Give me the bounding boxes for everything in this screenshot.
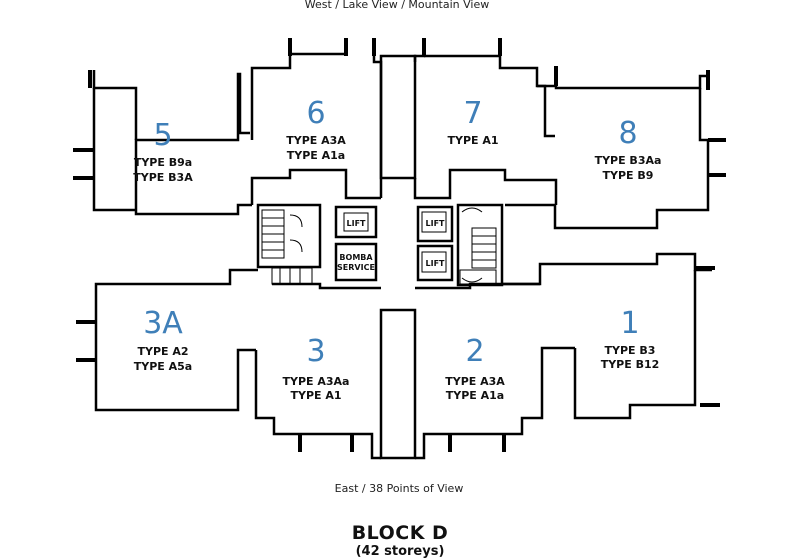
unit-6-type-1: TYPE A3A: [286, 134, 346, 147]
bomba-label-2: SERVICE: [337, 263, 375, 272]
unit-3a-type-2: TYPE A5a: [134, 360, 192, 373]
north-shaft: [379, 54, 417, 180]
lift-west-1-label: LIFT: [347, 219, 367, 228]
unit-1-label: 1 TYPE B3 TYPE B12: [601, 306, 660, 371]
lift-east-1: [416, 205, 454, 243]
lift-west-1: [334, 205, 378, 239]
unit-6-number: 6: [306, 96, 325, 131]
unit-7-outline: [413, 38, 558, 205]
unit-7-type-1: TYPE A1: [447, 134, 498, 147]
bomba-label-1: BOMBA: [339, 253, 373, 262]
unit-5-outline: [73, 70, 252, 216]
unit-3-label: 3 TYPE A3Aa TYPE A1: [283, 334, 350, 402]
unit-7-label: 7 TYPE A1: [447, 96, 498, 147]
unit-6-label: 6 TYPE A3A TYPE A1a: [286, 96, 346, 162]
unit-5-number: 5: [153, 118, 172, 153]
unit-8-outline: [505, 66, 726, 230]
unit-8-type-2: TYPE B9: [603, 169, 654, 182]
lift-east-1-label: LIFT: [426, 219, 446, 228]
unit-2-type-1: TYPE A3A: [445, 375, 505, 388]
unit-3a-outline: [76, 268, 258, 412]
unit-3a-type-1: TYPE A2: [137, 345, 188, 358]
unit-3a-label: 3A TYPE A2 TYPE A5a: [134, 306, 192, 373]
core-east: [456, 203, 504, 287]
west-view-label: West / Lake View / Mountain View: [305, 0, 490, 11]
unit-8-label: 8 TYPE B3Aa TYPE B9: [595, 116, 662, 182]
unit-3-number: 3: [306, 334, 325, 369]
lift-east-2: [416, 244, 454, 282]
unit-3-type-1: TYPE A3Aa: [283, 375, 350, 388]
lift-east-2-label: LIFT: [426, 259, 446, 268]
unit-1-outline: [502, 252, 720, 420]
unit-8-type-1: TYPE B3Aa: [595, 154, 662, 167]
unit-5-type-2: TYPE B3A: [133, 171, 193, 184]
unit-5-label: 5 TYPE B9a TYPE B3A: [133, 118, 193, 184]
unit-1-number: 1: [620, 306, 639, 341]
unit-5-type-1: TYPE B9a: [134, 156, 192, 169]
unit-3-type-2: TYPE A1: [290, 389, 341, 402]
unit-3a-number: 3A: [143, 306, 183, 341]
floor-plan: West / Lake View / Mountain View East / …: [73, 0, 726, 495]
unit-7-number: 7: [463, 96, 482, 131]
east-view-label: East / 38 Points of View: [335, 482, 464, 495]
unit-1-type-1: TYPE B3: [605, 344, 656, 357]
unit-2-outline: [415, 282, 575, 460]
south-shaft: [379, 308, 417, 460]
block-title: BLOCK D: [351, 522, 449, 544]
bomba-lift: [334, 242, 378, 282]
unit-6-type-2: TYPE A1a: [287, 149, 345, 162]
unit-8-number: 8: [618, 116, 637, 151]
unit-2-number: 2: [465, 334, 484, 369]
unit-2-label: 2 TYPE A3A TYPE A1a: [445, 334, 505, 402]
core-west: [256, 203, 322, 285]
unit-1-type-2: TYPE B12: [601, 358, 660, 371]
unit-3-outline: [254, 282, 381, 460]
unit-2-type-2: TYPE A1a: [446, 389, 504, 402]
